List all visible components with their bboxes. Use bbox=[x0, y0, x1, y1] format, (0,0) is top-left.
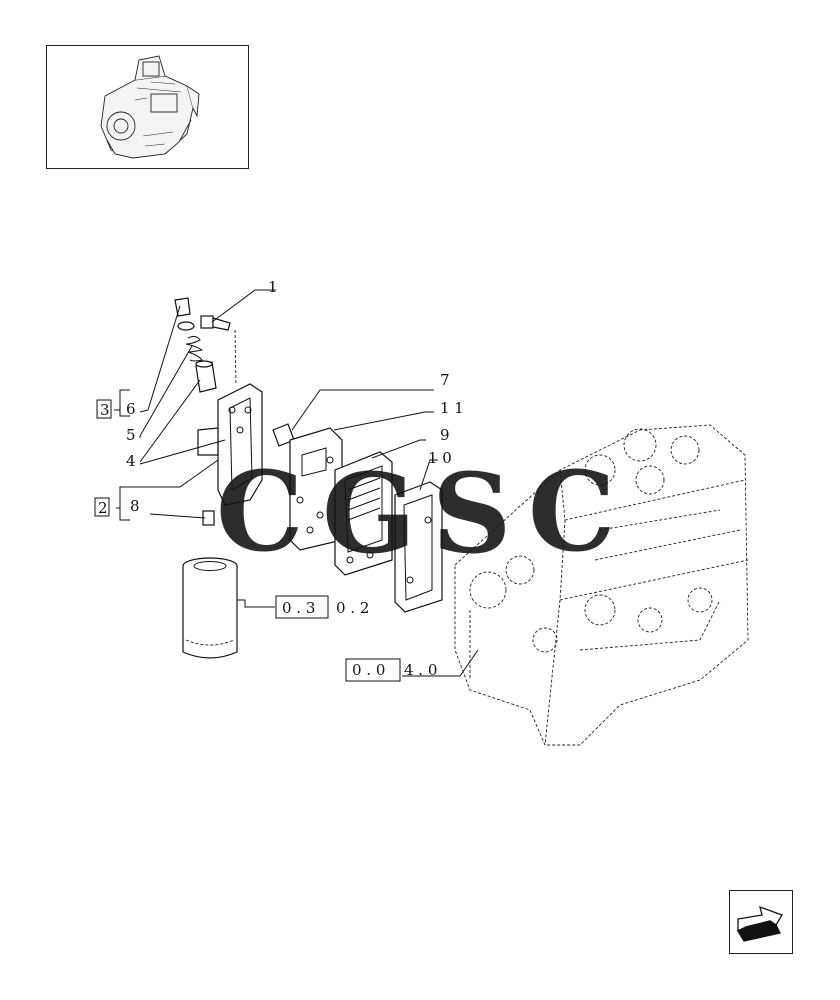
next-page-arrow-icon bbox=[737, 905, 783, 942]
callout-8: 8 bbox=[130, 497, 140, 515]
engine-thumbnail-icon bbox=[100, 55, 200, 159]
ref-box-0040 bbox=[345, 658, 401, 682]
ref-0040-boxed[interactable]: 0 . 0 bbox=[352, 661, 385, 679]
engine-block bbox=[454, 424, 749, 746]
spring bbox=[185, 335, 204, 362]
leader-lines bbox=[114, 289, 479, 677]
callout-3: 3 bbox=[100, 401, 110, 419]
callout-1: 1 bbox=[268, 278, 278, 296]
callout-4: 4 bbox=[126, 452, 136, 470]
watermark-letter-s: S bbox=[432, 449, 511, 578]
ref-0040-tail: 4 . 0 bbox=[404, 661, 437, 679]
oil-filter bbox=[182, 557, 238, 659]
callout-box-3 bbox=[96, 399, 112, 419]
callout-5: 5 bbox=[126, 426, 136, 444]
engine-thumbnail bbox=[46, 45, 249, 169]
callout-6: 6 bbox=[126, 400, 136, 418]
watermark: C G S C bbox=[216, 447, 616, 578]
watermark-letter-c1: C bbox=[216, 447, 304, 576]
valve bbox=[195, 360, 217, 393]
bolt bbox=[200, 315, 237, 386]
gasket-front bbox=[394, 481, 443, 613]
callout-2: 2 bbox=[98, 499, 108, 517]
watermark-letter-g: G bbox=[322, 449, 416, 578]
next-page-button[interactable] bbox=[729, 890, 793, 954]
callout-10: 1 0 bbox=[428, 449, 452, 467]
filter-housing bbox=[197, 383, 263, 506]
callout-7: 7 bbox=[440, 371, 450, 389]
ref-box-0302 bbox=[275, 595, 329, 619]
heat-exchanger bbox=[334, 451, 393, 576]
callout-11: 1 1 bbox=[440, 399, 464, 417]
ref-0302-tail: 0 . 2 bbox=[336, 599, 369, 617]
watermark-letter-c2: C bbox=[528, 447, 616, 576]
ref-0302-boxed[interactable]: 0 . 3 bbox=[282, 599, 315, 617]
callout-9: 9 bbox=[440, 426, 450, 444]
callout-box-2 bbox=[94, 497, 110, 517]
